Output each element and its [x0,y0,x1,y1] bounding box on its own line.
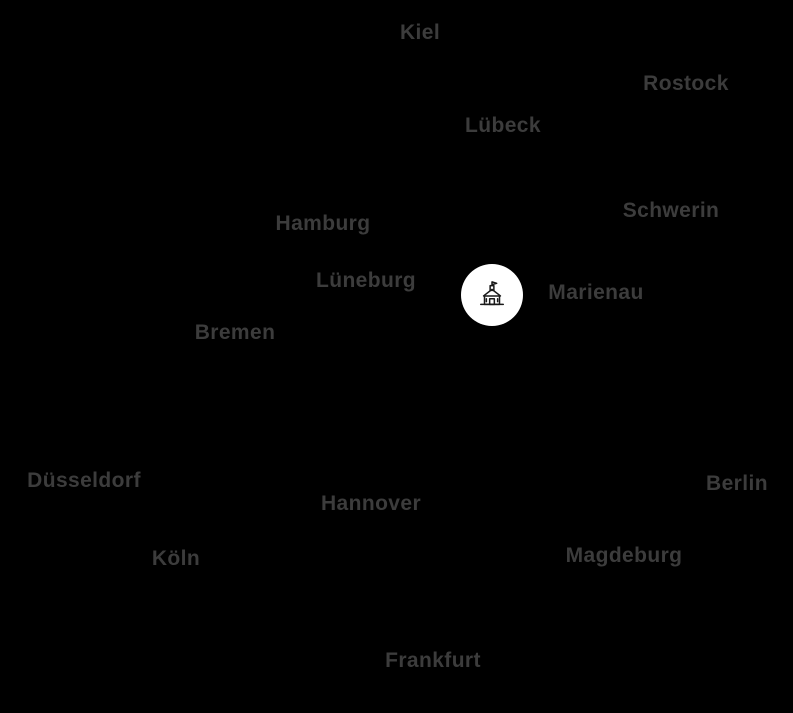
city-label-magdeburg: Magdeburg [565,544,683,567]
school-building-icon [480,281,504,306]
marienau-marker[interactable] [461,264,523,326]
city-label-lueneburg: Lüneburg [315,269,417,292]
city-label-schwerin: Schwerin [622,199,720,222]
city-label-berlin: Berlin [706,472,768,495]
city-label-koeln: Köln [151,547,201,570]
marker-label-marienau: Marienau [548,281,644,304]
city-label-kiel: Kiel [399,21,441,44]
city-label-rostock: Rostock [643,72,729,95]
city-label-hannover: Hannover [320,492,422,515]
city-label-hamburg: Hamburg [275,212,371,235]
city-label-duesseldorf: Düsseldorf [27,469,141,492]
city-label-luebeck: Lübeck [465,114,541,137]
city-label-bremen: Bremen [194,321,276,344]
city-label-frankfurt: Frankfurt [385,649,481,672]
